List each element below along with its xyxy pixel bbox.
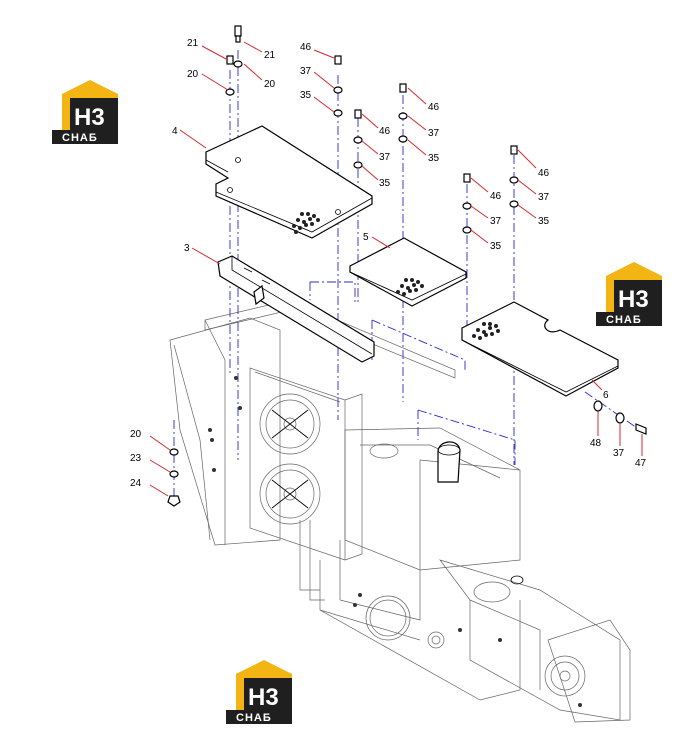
callout-6: 6: [603, 390, 609, 401]
callout-4: 4: [172, 126, 178, 137]
callout-35: 35: [428, 153, 440, 164]
watermark-logo: H3 СНАБ: [596, 262, 662, 326]
part-3-channel-bracket: [217, 255, 375, 363]
part-6-right-plate: [461, 301, 619, 397]
watermark-logo: H3 СНАБ: [52, 80, 118, 144]
callout-37: 37: [379, 152, 391, 163]
logo-mark-text: H3: [248, 684, 279, 711]
callout-47: 47: [635, 458, 647, 469]
callout-35: 35: [538, 216, 550, 227]
callout-37: 37: [300, 66, 312, 77]
callout-48: 48: [590, 438, 602, 449]
callout-21: 21: [264, 50, 276, 61]
logo-word-text: СНАБ: [62, 132, 98, 144]
callout-24: 24: [130, 478, 142, 489]
callout-20: 20: [187, 69, 199, 80]
part-4-cover-plate: [205, 125, 373, 239]
callout-35: 35: [490, 241, 502, 252]
machine-frame: [169, 299, 631, 723]
callout-20: 20: [264, 79, 276, 90]
callout-37: 37: [613, 448, 625, 459]
callout-35: 35: [300, 90, 312, 101]
callout-37: 37: [428, 128, 440, 139]
callout-23: 23: [130, 453, 142, 464]
callout-46: 46: [428, 102, 440, 113]
logo-mark-text: H3: [618, 286, 649, 313]
watermark-logo: H3 СНАБ: [226, 660, 292, 724]
callout-3: 3: [184, 243, 190, 254]
callout-37: 37: [538, 192, 550, 203]
leader-lines: [149, 41, 643, 497]
callout-46: 46: [300, 42, 312, 53]
callout-46: 46: [490, 191, 502, 202]
callout-labels: 21 21 20 20 46 37 35 46 37 35 46 37 35 4…: [130, 38, 647, 489]
logo-word-text: СНАБ: [606, 314, 642, 326]
logo-word-text: СНАБ: [236, 712, 272, 724]
callout-21: 21: [187, 38, 199, 49]
logo-mark-text: H3: [74, 104, 105, 131]
part-5-center-plate: [349, 237, 467, 307]
callout-5: 5: [363, 232, 369, 243]
callout-46: 46: [538, 168, 550, 179]
callout-46: 46: [379, 126, 391, 137]
callout-20: 20: [130, 429, 142, 440]
callout-35: 35: [379, 178, 391, 189]
callout-37: 37: [490, 216, 502, 227]
